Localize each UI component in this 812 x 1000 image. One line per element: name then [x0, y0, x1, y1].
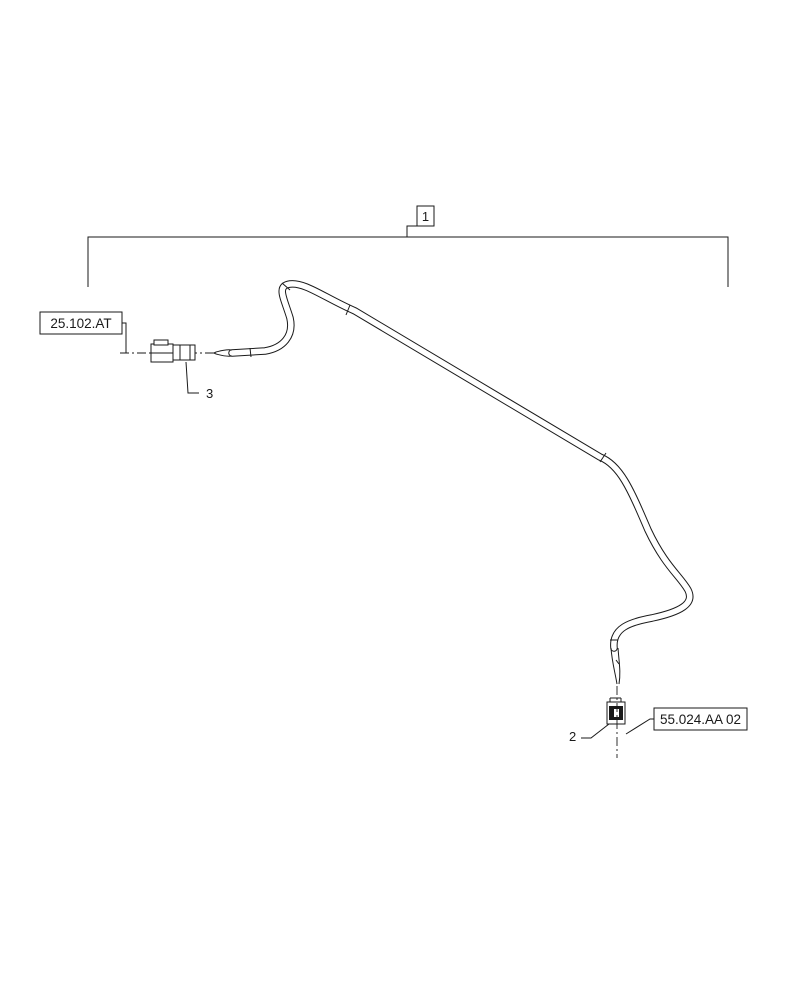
svg-text:3: 3	[206, 386, 213, 401]
wire-breakout-right	[610, 647, 621, 685]
svg-text:2: 2	[569, 729, 576, 744]
wiring-harness-cable	[228, 280, 694, 652]
callout-3: 3	[185, 361, 213, 401]
svg-text:25.102.AT: 25.102.AT	[50, 316, 111, 331]
callout-1: 1	[416, 205, 435, 227]
reference-box-left: 25.102.AT	[39, 311, 127, 353]
reference-box-right: 55.024.AA 02	[625, 707, 748, 735]
connector-end	[606, 697, 626, 725]
svg-text:1: 1	[422, 209, 429, 224]
wire-breakout-left	[212, 349, 233, 357]
callout-2: 2	[569, 723, 610, 744]
connector-plug	[150, 339, 196, 363]
svg-text:55.024.AA 02: 55.024.AA 02	[660, 712, 741, 727]
assembly-bracket	[87, 225, 729, 287]
